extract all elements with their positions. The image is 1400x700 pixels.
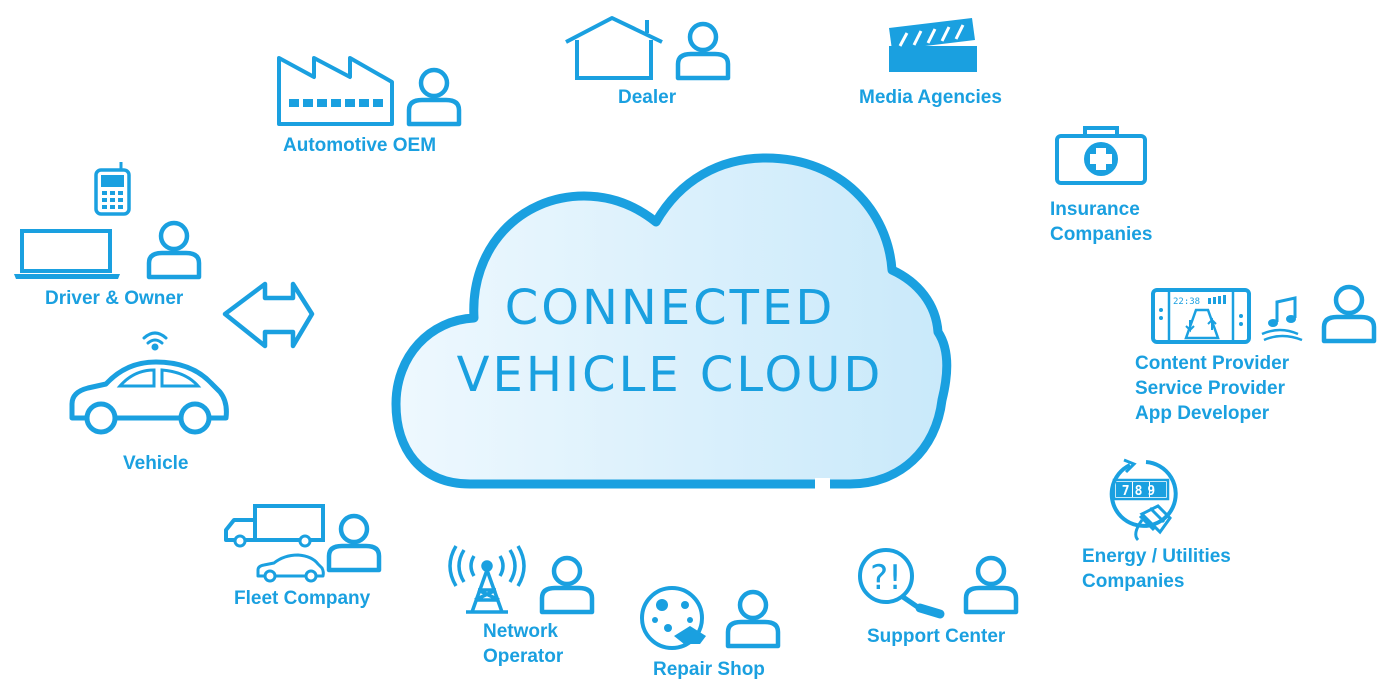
repair-gear-wrench-icon [640, 586, 706, 650]
fleet-person-icon [329, 516, 379, 570]
vehicle-wifi-icon [142, 331, 168, 351]
energy-label-line: Energy / Utilities [1082, 546, 1231, 567]
support-person-icon [966, 558, 1016, 612]
oem-person-icon [409, 70, 459, 124]
repair-person-icon [728, 592, 778, 646]
provider-label-line: App Developer [1135, 403, 1270, 424]
driver-owner-label: Driver & Owner [45, 288, 184, 309]
provider-label-line: Content Provider [1135, 353, 1290, 374]
fleet-truck-icon [224, 504, 325, 548]
network-label-line: Operator [483, 646, 564, 667]
provider-person-icon [1324, 287, 1374, 341]
vehicle-label: Vehicle [123, 453, 189, 474]
insurance-label: Insurance Companies [1050, 197, 1152, 247]
network-label-line: Network [483, 621, 558, 642]
bidirectional-arrow-icon [222, 281, 315, 349]
dealer-person-icon [678, 24, 728, 78]
repair-shop-label: Repair Shop [653, 659, 765, 680]
connected-vehicle-cloud [391, 153, 952, 490]
energy-meter-icon: 789 [1109, 458, 1178, 542]
fleet-company-label: Fleet Company [234, 588, 371, 609]
media-agencies-label: Media Agencies [859, 87, 1002, 108]
driver-mobile-phone-icon [94, 162, 131, 216]
oem-factory-icon [277, 56, 394, 126]
cloud-shape [391, 153, 952, 489]
provider-screen-time: 22:38 [1173, 297, 1200, 307]
insurance-label-line: Companies [1050, 224, 1153, 245]
provider-label-line: Service Provider [1135, 378, 1285, 399]
insurance-first-aid-kit-icon [1055, 126, 1147, 185]
vehicle-car-icon [69, 359, 229, 435]
provider-music-note-icon [1261, 296, 1303, 342]
provider-tablet-dashboard-icon: 22:38 [1151, 288, 1251, 344]
cloud-title-line-1: CONNECTED [504, 280, 836, 336]
energy-meter-digits: 789 [1122, 484, 1160, 499]
support-center-label: Support Center [867, 626, 1006, 647]
network-person-icon [542, 558, 592, 612]
cloud-title-line-2: VEHICLE CLOUD [456, 347, 884, 403]
dealer-house-icon [565, 16, 663, 80]
energy-label-line: Companies [1082, 571, 1185, 592]
network-antenna-tower-icon [448, 545, 526, 614]
support-bubble-text: ?! [870, 558, 902, 598]
dealer-label: Dealer [618, 87, 677, 108]
network-operator-label: Network Operator [483, 619, 563, 669]
energy-label: Energy / Utilities Companies [1082, 544, 1231, 594]
driver-person-icon [149, 223, 199, 277]
driver-laptop-icon [14, 229, 120, 279]
insurance-label-line: Insurance [1050, 199, 1140, 220]
fleet-car-icon [256, 553, 325, 583]
automotive-oem-label: Automotive OEM [283, 135, 437, 156]
support-question-bubble-icon: ?! [858, 548, 945, 619]
media-clapperboard-icon [889, 18, 977, 72]
provider-label: Content Provider Service Provider App De… [1135, 351, 1289, 426]
